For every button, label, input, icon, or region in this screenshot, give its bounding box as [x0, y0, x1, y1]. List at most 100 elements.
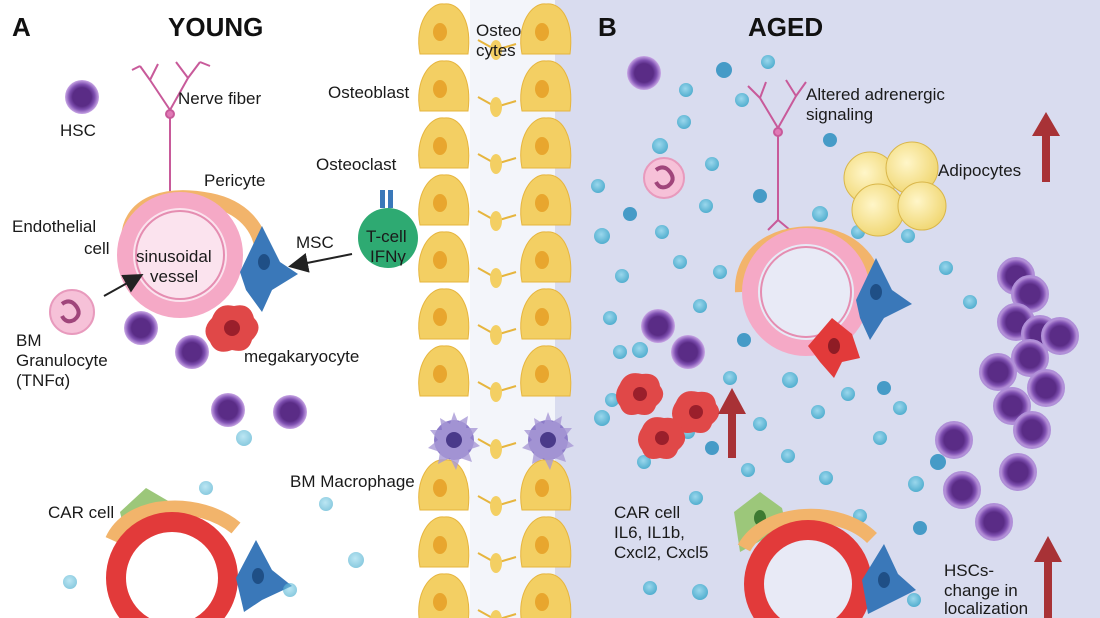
osteocyte [477, 96, 517, 117]
bone-cell [418, 345, 470, 397]
cytokine-dot [723, 371, 737, 385]
cytokine-dot [907, 593, 921, 607]
endothelial-label-2: cell [84, 239, 110, 258]
megakaryocyte-icon [808, 318, 860, 378]
panel-a-title: YOUNG [168, 12, 263, 42]
adrenergic-label-2: signaling [806, 105, 873, 124]
bone-cell [418, 231, 470, 283]
hsc-cluster [935, 257, 1079, 541]
cytokine-dot [901, 229, 915, 243]
cytokine-dot [819, 471, 833, 485]
car-cell-label: CAR cell [48, 503, 114, 522]
macrophage-icon [522, 412, 574, 470]
car-aged-label-2: IL6, IL1b, [614, 523, 685, 542]
cytokine-dot [591, 179, 605, 193]
osteocyte [477, 267, 517, 288]
msc-icon [236, 540, 292, 612]
msc-icon [856, 258, 912, 340]
osteocyte [477, 324, 517, 345]
cytokine-dot [199, 481, 213, 495]
cytokine-dot [605, 393, 619, 407]
t-cell-label-2: IFNγ [370, 247, 406, 266]
increase-arrow-icon [1032, 112, 1060, 182]
osteocyte [477, 381, 517, 402]
megakaryocyte-icon [205, 305, 259, 352]
hscs-label-2: change in [944, 581, 1018, 600]
cytokine-dot [823, 133, 837, 147]
bone-cell [418, 3, 470, 55]
panel-b-title: AGED [748, 12, 823, 42]
cytokine-dot [603, 311, 617, 325]
cytokine-dot [841, 387, 855, 401]
cytokine-dot [348, 552, 364, 568]
hsc-cell [124, 311, 158, 345]
cytokine-dot [655, 225, 669, 239]
cytokine-dot [811, 405, 825, 419]
granulocyte-label-1: BM [16, 331, 42, 350]
cytokine-dot [594, 228, 610, 244]
bone-cell [520, 345, 572, 397]
bone-cell [520, 459, 572, 511]
osteoclast-label: Osteoclast [316, 155, 397, 174]
cytokine-dot [753, 417, 767, 431]
osteocyte [477, 39, 517, 60]
macrophage-label: BM Macrophage [290, 472, 415, 491]
panel-b-letter: B [598, 12, 617, 42]
cytokine-dot [699, 199, 713, 213]
osteocyte [477, 609, 517, 618]
cytokine-dot [781, 449, 795, 463]
cytokine-dot [283, 583, 297, 597]
megakaryocyte-icon [672, 391, 720, 433]
cytokine-dot [689, 491, 703, 505]
osteoblast-label: Osteoblast [328, 83, 410, 102]
bone-cell-column [418, 3, 572, 618]
hscs-label-3: localization [944, 599, 1028, 618]
bone-cell [418, 174, 470, 226]
cytokine-dot [692, 584, 708, 600]
sinusoidal-label-2: vessel [150, 267, 198, 286]
cytokine-dot [632, 342, 648, 358]
sinusoidal-vessel-young [117, 190, 269, 318]
hsc-cell [975, 503, 1013, 541]
bone-cell [520, 117, 572, 169]
t-cell-icon [358, 190, 418, 268]
hsc-label: HSC [60, 121, 96, 140]
hsc-cell [935, 421, 973, 459]
arrow-to-vessel [103, 274, 144, 297]
cytokine-dot [236, 430, 252, 446]
megakaryocyte-icon [638, 417, 686, 459]
pericyte-label: Pericyte [204, 171, 265, 190]
bone-cell [520, 288, 572, 340]
cytokine-dot [594, 410, 610, 426]
hsc-icon [65, 80, 99, 114]
cytokine-dot [623, 207, 637, 221]
hsc-cell [999, 453, 1037, 491]
cytokine-dot [319, 497, 333, 511]
hsc-cell [671, 335, 705, 369]
endothelial-label-1: Endothelial [12, 217, 96, 236]
granulocyte-label-2: Granulocyte [16, 351, 108, 370]
cytokine-dot [741, 463, 755, 477]
cytokine-dot [652, 138, 668, 154]
osteocyte [477, 153, 517, 174]
increase-arrow-icon [718, 388, 746, 458]
bone-cell [418, 288, 470, 340]
cytokine-dot [939, 261, 953, 275]
granulocyte-aged-icon [643, 157, 685, 199]
arteriole-young [105, 500, 241, 618]
hsc-cell [211, 393, 245, 427]
bone-cell [520, 231, 572, 283]
car-aged-label-3: Cxcl2, Cxcl5 [614, 543, 708, 562]
panel-a-letter: A [12, 12, 31, 42]
cytokine-dot [705, 441, 719, 455]
cytokine-dot [753, 189, 767, 203]
cytokine-dot [615, 269, 629, 283]
t-cell-label-1: T-cell [366, 227, 407, 246]
cytokine-dot [782, 372, 798, 388]
hsc-cell [1027, 369, 1065, 407]
cytokine-dot [693, 299, 707, 313]
macrophage-icon [428, 412, 480, 470]
arrow-to-msc [288, 253, 353, 273]
bone-cell [520, 60, 572, 112]
megakaryocyte-label: megakaryocyte [244, 347, 359, 366]
